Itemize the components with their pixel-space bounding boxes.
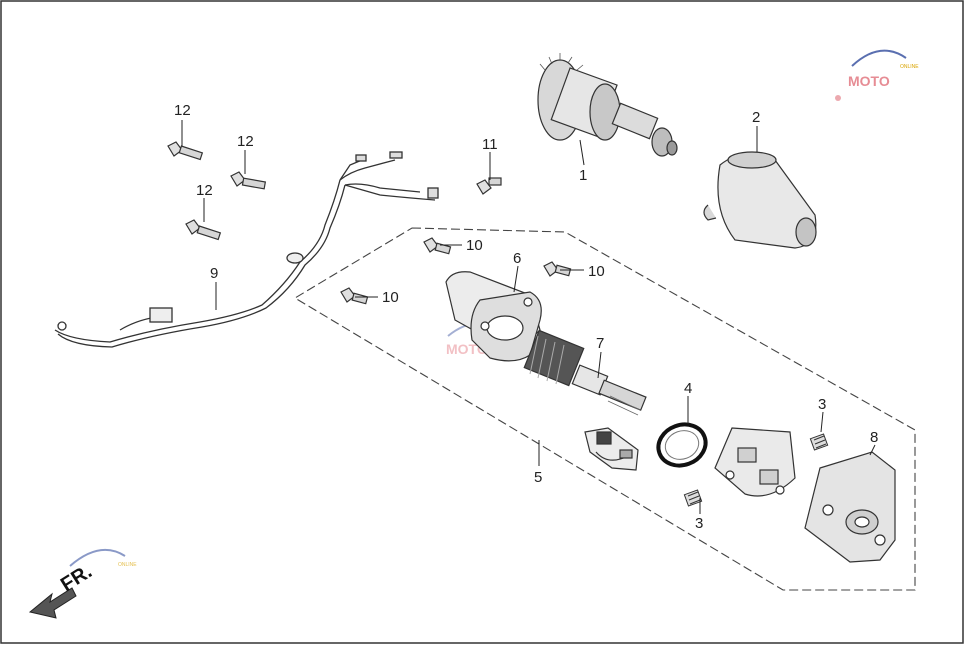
callout-6: 6: [513, 250, 521, 267]
bolt-10-a: [423, 237, 452, 255]
bolt-12-c: [185, 219, 222, 241]
motor-case: [445, 271, 542, 362]
bolt-10-c: [340, 287, 369, 305]
front-direction-label: FR.: [57, 561, 96, 597]
bolt-12-a: [167, 141, 204, 161]
callout-8: 8: [870, 429, 878, 446]
callout-10-b: 10: [588, 263, 605, 280]
spring-3-a: [809, 433, 829, 451]
callout-5: 5: [534, 469, 542, 486]
bolt-12-b: [230, 171, 267, 190]
callout-11: 11: [482, 136, 498, 153]
callout-4: 4: [684, 380, 692, 397]
spring-3-b: [683, 489, 703, 507]
brand-watermark-bottom: ONLINE: [69, 549, 137, 568]
rubber-boot: [703, 151, 817, 249]
bolt-11: [476, 177, 502, 195]
callout-labels: 12 12 12 11 1 2 9 10 10 10 6 7 4 5 3 3 8: [174, 102, 878, 532]
callout-12-b: 12: [237, 133, 254, 150]
leader-lines: [181, 120, 876, 514]
end-cover: [804, 451, 896, 563]
callout-3-b: 3: [695, 515, 703, 532]
assembly-boundary: [293, 227, 916, 591]
brand-watermark-logo: MOTO ONLINE: [835, 49, 919, 101]
callout-3-a: 3: [818, 396, 826, 413]
brush-plate: [714, 427, 796, 497]
watermark-brand-text: MOTO: [848, 73, 890, 89]
front-arrow-icon: [28, 587, 77, 619]
callout-10-a: 10: [466, 237, 483, 254]
starter-clutch-gear: [537, 53, 678, 157]
callout-10-c: 10: [382, 289, 399, 306]
brush-holder: [584, 427, 639, 471]
wire-harness: [54, 151, 439, 348]
callout-7: 7: [596, 335, 604, 352]
front-direction-indicator: FR.: [28, 561, 96, 619]
armature: [523, 329, 647, 416]
svg-text:ONLINE: ONLINE: [118, 562, 137, 568]
watermark-sub-text: ONLINE: [900, 64, 919, 70]
o-ring: [656, 422, 708, 468]
callout-9: 9: [210, 265, 218, 282]
callout-12-a: 12: [174, 102, 191, 119]
callout-1: 1: [579, 167, 587, 184]
callout-12-c: 12: [196, 182, 213, 199]
bolt-10-b: [543, 261, 572, 277]
callout-2: 2: [752, 109, 760, 126]
